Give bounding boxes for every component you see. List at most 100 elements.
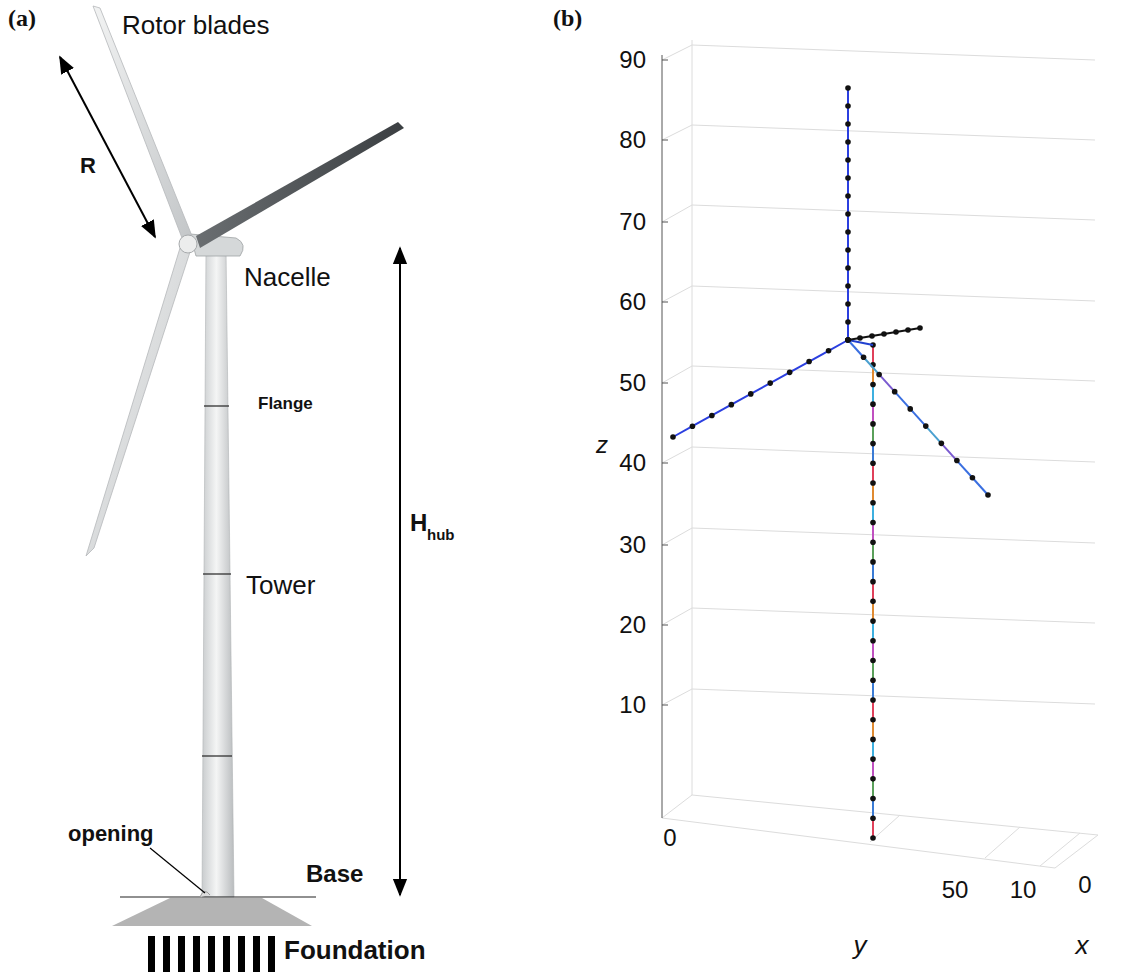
tower-beam [872, 601, 874, 621]
node-dot [845, 121, 851, 127]
node-dot [939, 441, 945, 447]
tower-beam [872, 404, 874, 424]
node-dot [845, 337, 851, 343]
node-dot [905, 327, 911, 333]
axis-tick: 0 [663, 826, 676, 850]
blade-beam [790, 362, 809, 373]
panel-label: (b) [553, 6, 582, 30]
rotor-blade [86, 248, 190, 556]
node-dot [869, 333, 875, 339]
part-name: Flange [258, 395, 313, 412]
node-dot [870, 441, 876, 447]
tower-beam [872, 739, 874, 759]
part-name: Rotor blades [122, 12, 269, 38]
node-dot [985, 492, 991, 498]
node-dot [870, 756, 876, 762]
part-name: Base [306, 862, 363, 886]
tower-beam [872, 444, 874, 464]
blade-beam [972, 478, 988, 495]
blade-beam [731, 394, 750, 405]
node-dot [870, 697, 876, 703]
node-dot [845, 139, 851, 145]
tower-beam [872, 522, 874, 542]
node-dot [893, 329, 899, 335]
node-dot [845, 175, 851, 181]
node-dot [845, 247, 851, 253]
node-dot [870, 815, 876, 821]
beam-model [670, 85, 991, 841]
axis-title: x [1076, 932, 1089, 958]
node-dot [907, 406, 913, 412]
rotor-blade [93, 6, 192, 238]
tower-beam [872, 661, 874, 681]
node-dot [870, 677, 876, 683]
axis-tick: 0 [1078, 873, 1091, 897]
tower-beam [872, 799, 874, 819]
node-dot [870, 618, 876, 624]
tower-beam [872, 463, 874, 483]
tower-beam [872, 700, 874, 720]
axis-title: z [596, 433, 608, 457]
node-dot [845, 85, 851, 91]
node-dot [845, 301, 851, 307]
node-dot [870, 579, 876, 585]
blade-beam [864, 357, 880, 374]
axis-tick: 60 [619, 290, 646, 314]
rotor-blade [196, 122, 404, 248]
node-dot [767, 380, 773, 386]
z-ticks [662, 60, 668, 705]
node-dot [870, 539, 876, 545]
blade-beam [941, 443, 957, 460]
node-dot [857, 335, 863, 341]
node-dot [870, 401, 876, 407]
axis-tick: 40 [619, 451, 646, 475]
node-dot [970, 475, 976, 481]
blade-beam [926, 426, 942, 443]
node-dot [845, 103, 851, 109]
node-dot [870, 421, 876, 427]
blade-beam [751, 383, 770, 394]
node-dot [954, 458, 960, 464]
blade-beam [957, 461, 973, 478]
node-dot [870, 835, 876, 841]
axis-tick: 90 [619, 48, 646, 72]
node-dot [876, 372, 882, 378]
node-dot [870, 658, 876, 664]
tower-beam [872, 483, 874, 503]
node-dot [870, 559, 876, 565]
node-dot [923, 423, 929, 429]
node-dot [870, 717, 876, 723]
axis-tick: 10 [619, 693, 646, 717]
panel-label: (a) [8, 6, 36, 30]
node-dot [892, 389, 898, 395]
hub-height-arrow [399, 248, 401, 895]
blade-beam [848, 340, 864, 357]
blade-beam [770, 372, 789, 383]
dimension-label: R [80, 155, 96, 177]
node-dot [845, 319, 851, 325]
part-name: Nacelle [244, 264, 331, 290]
part-name: opening [68, 823, 154, 845]
node-dot [870, 480, 876, 486]
piles [148, 936, 275, 972]
node-dot [845, 337, 851, 343]
node-dot [870, 520, 876, 526]
blade-beam [692, 415, 711, 426]
part-name: Foundation [284, 937, 426, 963]
tower-beam [872, 680, 874, 700]
tower-beam [872, 621, 874, 641]
axis-tick: 50 [619, 371, 646, 395]
hub [179, 235, 197, 253]
tower-beam [872, 424, 874, 444]
node-dot [845, 337, 851, 343]
node-dot [917, 325, 923, 331]
node-dot [670, 434, 676, 440]
node-dot [870, 737, 876, 743]
axis-tick: 50 [942, 878, 969, 902]
node-dot [690, 423, 696, 429]
tower [202, 248, 234, 897]
tower-beam [872, 562, 874, 582]
node-dot [870, 638, 876, 644]
axis-tick: 30 [619, 533, 646, 557]
